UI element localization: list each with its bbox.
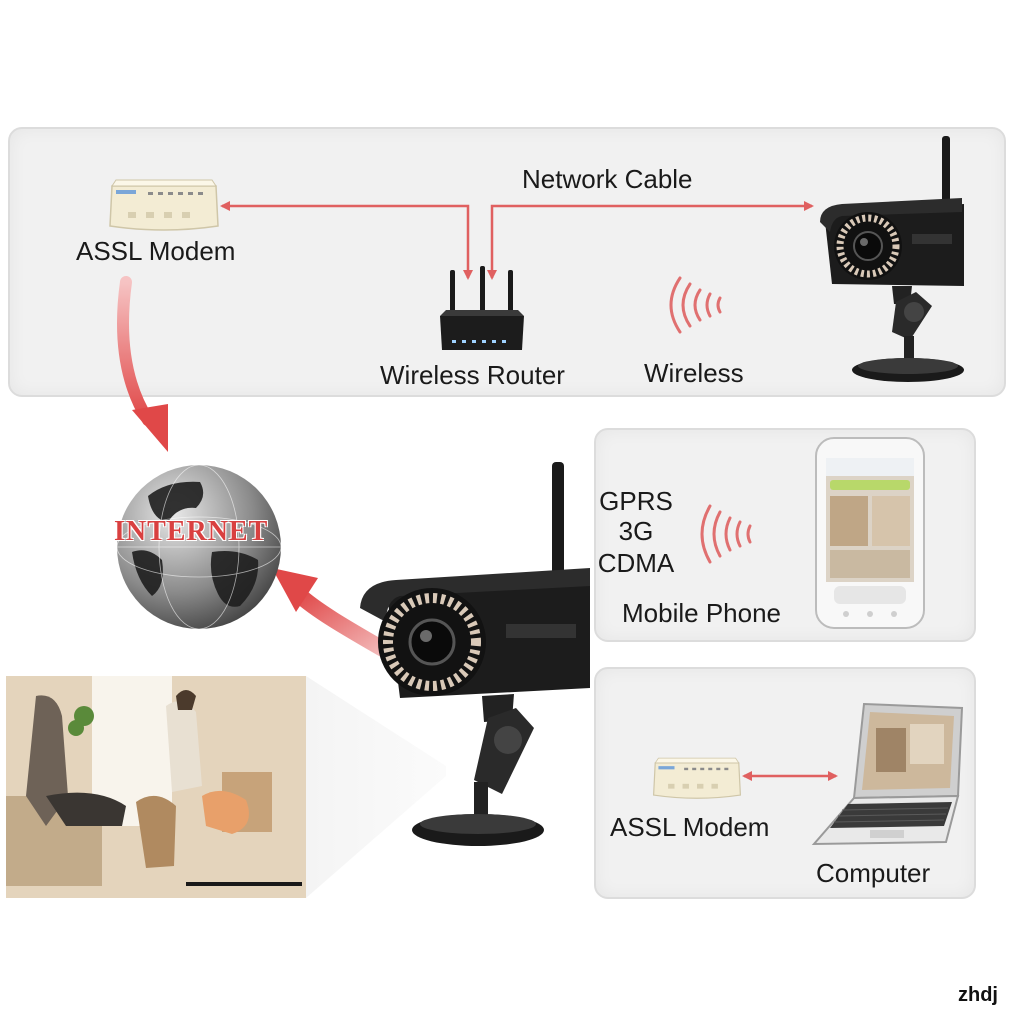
globe-icon bbox=[116, 464, 282, 630]
wireless-label: Wireless bbox=[644, 358, 744, 388]
network-cable-label: Network Cable bbox=[522, 164, 693, 194]
wireless-signal-icon bbox=[669, 276, 722, 334]
wireless-router-label: Wireless Router bbox=[380, 360, 565, 390]
watermark-text: zhdj bbox=[958, 984, 998, 1006]
wireless-signal-icon-mobile bbox=[700, 504, 752, 564]
assl-modem-top-label: ASSL Modem bbox=[76, 236, 236, 266]
gprs-label: GPRS bbox=[599, 486, 673, 516]
assl-modem-bottom-label: ASSL Modem bbox=[610, 812, 770, 842]
modem-icon-bottom bbox=[652, 757, 742, 799]
internet-label: INTERNET bbox=[114, 516, 269, 547]
room-photo bbox=[6, 676, 446, 898]
camera-icon-small bbox=[820, 136, 964, 382]
cdma-label: CDMA bbox=[597, 548, 675, 578]
camera-icon-large bbox=[360, 462, 590, 846]
computer-label: Computer bbox=[816, 858, 931, 888]
modem-icon bbox=[109, 179, 219, 231]
router-icon bbox=[440, 266, 524, 350]
phone-icon bbox=[815, 437, 925, 629]
laptop-icon bbox=[811, 702, 964, 846]
mobile-phone-label: Mobile Phone bbox=[622, 598, 781, 628]
3g-label: 3G bbox=[618, 516, 654, 546]
